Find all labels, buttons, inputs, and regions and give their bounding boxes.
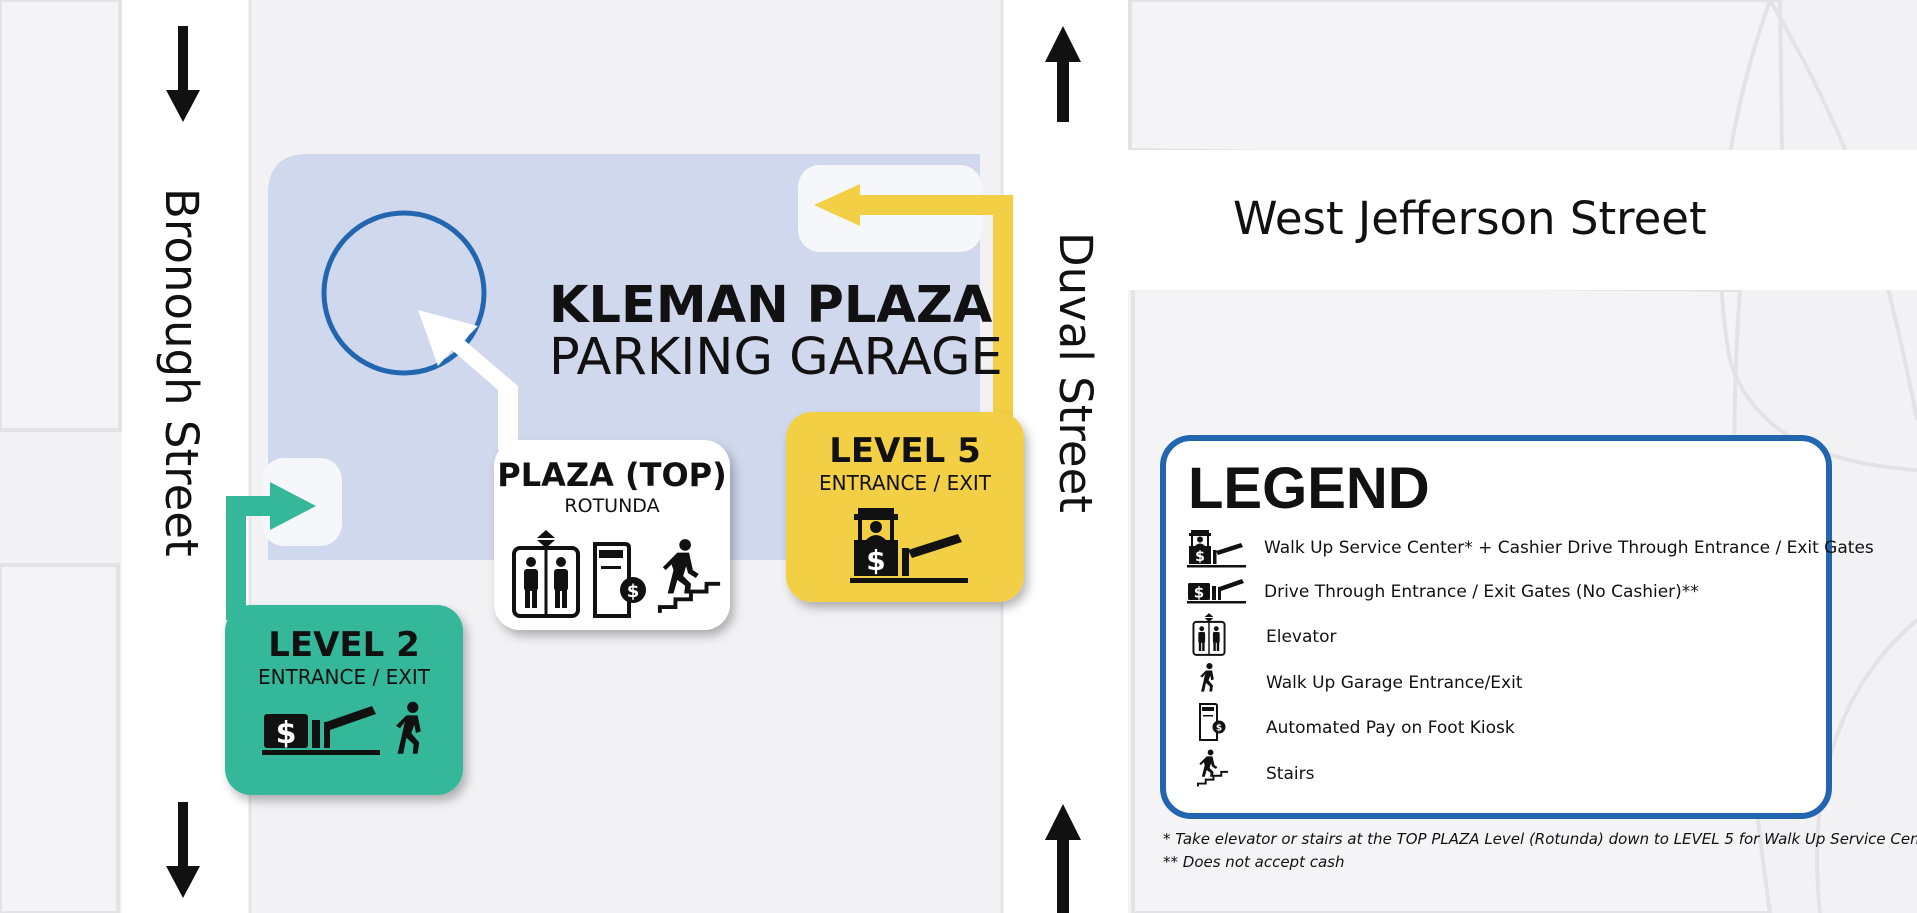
level5-card-subheading: ENTRANCE / EXIT bbox=[819, 471, 992, 495]
arrow-down-bottom-left-icon bbox=[166, 802, 200, 898]
plaza-route-arrow bbox=[418, 310, 518, 450]
rotunda-circle bbox=[321, 210, 487, 376]
level2-card-subheading: ENTRANCE / EXIT bbox=[258, 665, 431, 689]
level5-route-arrow bbox=[814, 184, 1013, 420]
garage-title-line2: PARKING GARAGE bbox=[549, 328, 1003, 387]
footnote-1: * Take elevator or stairs at the TOP PLA… bbox=[1163, 830, 1917, 848]
legend-item-label: Automated Pay on Foot Kiosk bbox=[1266, 718, 1515, 738]
street-label-bronough: Bronough Street bbox=[155, 188, 208, 557]
legend-item-label: Elevator bbox=[1266, 627, 1336, 647]
arrow-up-top-right-icon bbox=[1045, 26, 1081, 122]
street-label-west-jefferson: West Jefferson Street bbox=[1233, 192, 1707, 245]
legend-title: LEGEND bbox=[1188, 456, 1430, 521]
garage-title-line1: KLEMAN PLAZA bbox=[549, 276, 993, 335]
legend-item-label: Stairs bbox=[1266, 764, 1315, 784]
level5-card: LEVEL 5 ENTRANCE / EXIT bbox=[786, 412, 1024, 602]
arrow-down-top-left-icon bbox=[166, 26, 200, 122]
level2-route-arrow bbox=[226, 482, 316, 620]
level2-card: LEVEL 2 ENTRANCE / EXIT bbox=[225, 605, 463, 795]
arrow-up-bottom-right-icon bbox=[1045, 804, 1081, 913]
plaza-card-heading: PLAZA (TOP) bbox=[497, 456, 726, 494]
footnote-2: ** Does not accept cash bbox=[1163, 853, 1345, 871]
plaza-card-subheading: ROTUNDA bbox=[564, 495, 659, 517]
legend-box: LEGEND Walk Up Service Center* + Cashier… bbox=[1160, 435, 1874, 819]
street-label-duval: Duval Street bbox=[1049, 232, 1102, 513]
level2-card-heading: LEVEL 2 bbox=[268, 625, 420, 665]
level5-card-heading: LEVEL 5 bbox=[829, 431, 981, 471]
legend-item-label: Walk Up Garage Entrance/Exit bbox=[1266, 673, 1523, 693]
legend-item-label: Drive Through Entrance / Exit Gates (No … bbox=[1264, 582, 1699, 602]
one-way-arrows bbox=[166, 26, 1081, 913]
plaza-card: PLAZA (TOP) ROTUNDA bbox=[494, 440, 730, 630]
legend-item-label: Walk Up Service Center* + Cashier Drive … bbox=[1264, 538, 1874, 558]
